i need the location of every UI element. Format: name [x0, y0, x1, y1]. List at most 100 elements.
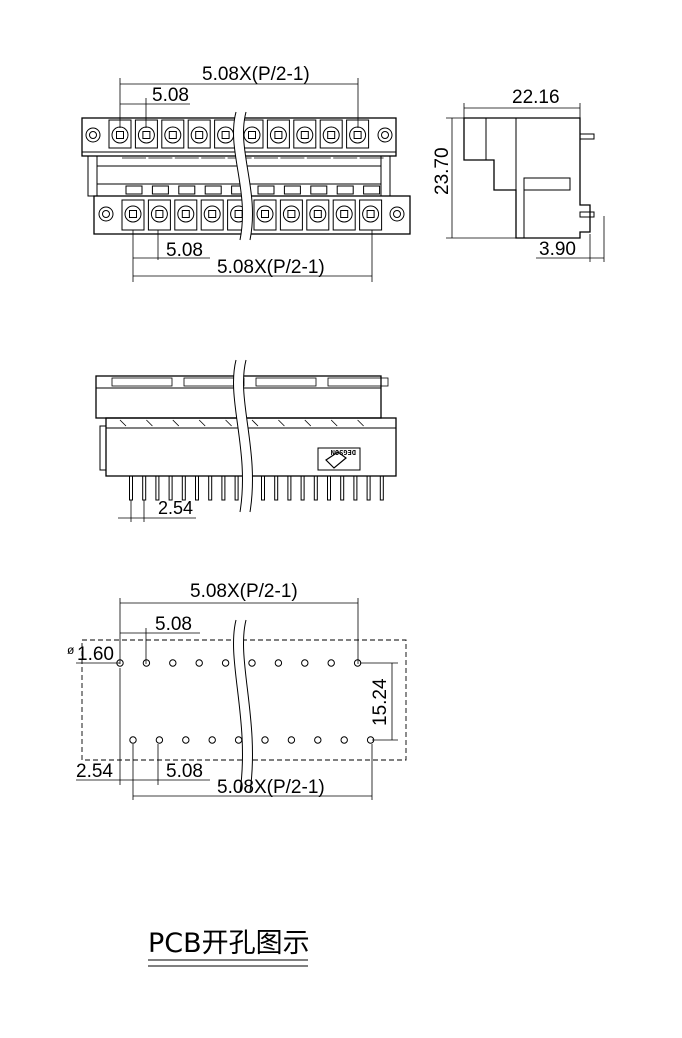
terminal-housing — [293, 119, 317, 149]
rib-chamfer — [146, 419, 153, 427]
screw-square — [248, 131, 256, 139]
pin — [366, 475, 371, 501]
screw-square — [181, 210, 190, 218]
rib-row — [111, 377, 389, 427]
screw-square — [155, 210, 164, 218]
mid-tab — [336, 185, 354, 195]
dim-pcb-bottom-total-label: 5.08X(P/2-1) — [217, 777, 325, 798]
pcb-hole — [314, 736, 322, 744]
pcb-hole — [142, 659, 151, 667]
dim-pin-pitch-label: 2.54 — [158, 498, 193, 518]
mid-tab-row — [122, 157, 384, 195]
break-line-right — [243, 111, 253, 241]
terminal-housing — [332, 199, 356, 231]
pin — [287, 475, 292, 501]
side-pin-upper — [579, 133, 595, 140]
mid-tab — [257, 185, 275, 195]
bottom-end-cap — [99, 425, 107, 471]
screw-square — [274, 131, 283, 139]
screw-circle — [243, 126, 261, 144]
plug-terminal-row — [108, 119, 370, 149]
caption-block: PCB开孔图示 — [148, 928, 310, 967]
mid-tab — [204, 185, 222, 195]
terminal-housing — [346, 119, 370, 149]
mid-tab — [151, 185, 169, 195]
terminal-housing — [306, 199, 330, 231]
pcb-hole — [129, 736, 137, 744]
screw-circle — [296, 126, 314, 144]
screw-circle — [190, 126, 208, 144]
hole-diameter-label: 1.60 — [77, 644, 114, 665]
pin — [129, 475, 133, 501]
terminal-housing — [147, 199, 171, 231]
screw-square — [195, 131, 204, 139]
diameter-symbol: ø — [67, 643, 75, 657]
mount-hole-lower-right — [389, 206, 405, 222]
screw-square — [142, 131, 151, 139]
terminal-housing — [161, 119, 185, 149]
screw-square — [221, 131, 230, 139]
terminal-housing — [134, 119, 158, 149]
screw-circle — [309, 205, 327, 223]
break-gap — [233, 620, 253, 792]
rib-chamfer — [330, 419, 338, 427]
latch-left — [87, 155, 98, 197]
dim-pin-offset-label: 3.90 — [539, 239, 576, 260]
dim-pcb-bottom-pitch-label: 5.08 — [166, 761, 203, 782]
pin — [168, 475, 173, 501]
terminal-housing — [359, 199, 383, 231]
pcb-hole — [155, 736, 164, 744]
screw-square — [300, 131, 309, 139]
dim-height-label: 23.70 — [432, 147, 453, 195]
front-view: 5.08X(P/2-1) 5.08 5.08 — [81, 64, 411, 282]
terminal-housing — [187, 119, 211, 149]
dim-width-label: 22.16 — [512, 87, 560, 108]
break-gap — [233, 360, 253, 512]
dim-top-pitch-label: 5.08 — [152, 85, 189, 106]
dim-pcb-top-pitch-label: 5.08 — [155, 614, 192, 635]
mid-tab — [283, 185, 301, 195]
pin — [300, 475, 305, 501]
terminal-housing — [174, 199, 198, 231]
dim-pcb-top-total-label: 5.08X(P/2-1) — [190, 581, 298, 602]
pin — [379, 475, 384, 501]
screw-square — [234, 210, 243, 218]
mid-tab — [310, 185, 328, 195]
screw-circle — [164, 126, 182, 144]
side-view: 22.16 23.70 3.90 — [432, 87, 605, 262]
dim-offset-label: 2.54 — [76, 761, 113, 782]
pcb-layout: 5.08X(P/2-1) 5.08 ø 1.60 15.24 2.54 5.08… — [67, 581, 407, 800]
pin — [195, 475, 199, 501]
break-line-left — [233, 619, 243, 793]
mount-hole-right — [377, 127, 393, 143]
logo-frame — [317, 447, 361, 471]
screw-circle — [217, 126, 235, 144]
break-gap — [233, 112, 253, 240]
pcb-hole — [340, 736, 348, 744]
pin — [261, 475, 265, 501]
mount-hole-lower-left — [98, 206, 114, 222]
mid-tab — [178, 185, 196, 195]
rib-chamfer — [304, 419, 312, 427]
screw-circle — [177, 205, 195, 223]
pcb-hole — [327, 659, 335, 667]
bottom-view: DEGSON 2.54 — [95, 359, 397, 522]
dim-row-spacing-label: 15.24 — [370, 678, 391, 726]
break-line-left — [233, 359, 243, 513]
pin — [313, 475, 318, 501]
pcb-hole — [301, 659, 309, 667]
brand-logo: DEGSON — [317, 447, 361, 471]
logo-mark — [325, 451, 347, 469]
pin — [221, 475, 226, 501]
screw-square — [168, 131, 177, 139]
rib — [327, 377, 389, 387]
mid-tab — [363, 185, 381, 195]
screw-circle — [150, 205, 168, 223]
mount-hole-right-inner — [381, 131, 389, 139]
dim-top-total-label: 5.08X(P/2-1) — [202, 64, 310, 85]
rib-chamfer — [198, 419, 206, 427]
terminal-housing — [266, 119, 290, 149]
rib-chamfer — [119, 419, 127, 427]
pin — [234, 475, 239, 501]
screw-square — [116, 131, 124, 139]
